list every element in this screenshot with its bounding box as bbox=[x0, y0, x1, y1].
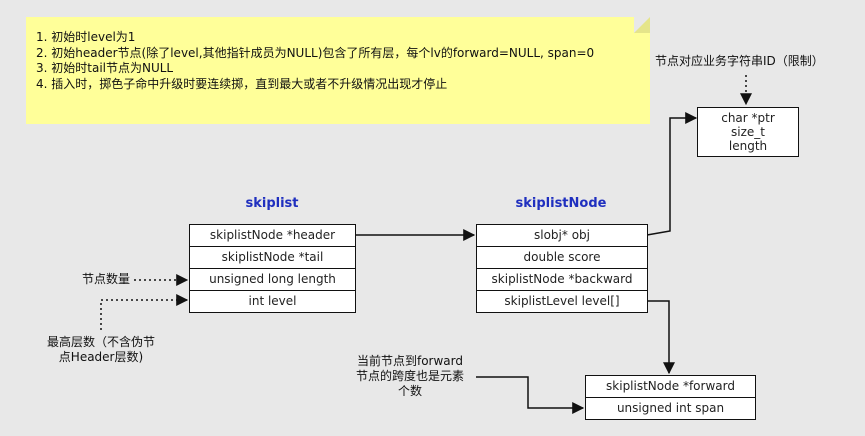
obj-string-struct: char *ptr size_t length bbox=[697, 107, 799, 157]
skiplist-field-length: unsigned long length bbox=[190, 269, 355, 291]
level-field-span: unsigned int span bbox=[616, 401, 725, 415]
obj-field-size: size_t bbox=[731, 125, 765, 139]
span-note-pointer bbox=[476, 376, 585, 414]
node-field-obj: slobj* obj bbox=[477, 225, 647, 247]
max-level-pointer bbox=[100, 294, 189, 330]
notes-text: 1. 初始时level为1 2. 初始header节点(除了level,其他指针… bbox=[36, 30, 594, 92]
skiplistnode-struct: slobj* obj double score skiplistNode *ba… bbox=[476, 224, 648, 313]
notes-fold bbox=[634, 17, 650, 33]
node-count-label: 节点数量 bbox=[82, 272, 131, 286]
span-note-line: 当前节点到forward bbox=[356, 354, 463, 368]
skiplistlevel-struct: skiplistNode *forward unsigned int span bbox=[585, 375, 756, 420]
note-line: 4. 插入时，掷色子命中升级时要连续掷，直到最大或者不升级情况出现才停止 bbox=[36, 76, 448, 91]
note-line: 3. 初始时tail节点为NULL bbox=[36, 61, 174, 75]
note-line: 2. 初始header节点(除了level,其他指针成员为NULL)包含了所有层… bbox=[36, 45, 595, 60]
skiplist-title: skiplist bbox=[245, 196, 299, 211]
max-level-label: 最高层数（不含伪节 点Header层数) bbox=[40, 335, 162, 365]
obj-field-ptr: char *ptr bbox=[721, 111, 775, 125]
note-line: 1. 初始时level为1 bbox=[36, 30, 136, 44]
span-note-label: 当前节点到forward 节点的跨度也是元素 个数 bbox=[345, 354, 475, 399]
max-level-label-line: 最高层数（不含伪节 bbox=[46, 335, 155, 349]
notes-box bbox=[26, 17, 650, 124]
level-to-forward-arrow bbox=[647, 300, 675, 375]
span-note-line: 个数 bbox=[397, 384, 422, 398]
node-field-backward: skiplistNode *backward bbox=[477, 269, 647, 291]
skiplist-field-tail: skiplistNode *tail bbox=[190, 247, 355, 269]
skiplistnode-title: skiplistNode bbox=[515, 196, 607, 211]
obj-to-ptr-arrow bbox=[646, 112, 698, 236]
obj-note-label: 节点对应业务字符串ID（限制） bbox=[655, 54, 824, 68]
skiplist-field-level: int level bbox=[248, 294, 297, 308]
max-level-label-line: 点Header层数) bbox=[58, 350, 144, 364]
node-field-level: skiplistLevel level[] bbox=[504, 294, 620, 308]
obj-field-length: length bbox=[728, 139, 768, 153]
span-note-line: 节点的跨度也是元素 bbox=[355, 369, 464, 383]
skiplist-struct: skiplistNode *header skiplistNode *tail … bbox=[189, 224, 356, 313]
level-field-forward: skiplistNode *forward bbox=[586, 376, 755, 398]
skiplist-field-header: skiplistNode *header bbox=[190, 225, 355, 247]
node-field-score: double score bbox=[477, 247, 647, 269]
